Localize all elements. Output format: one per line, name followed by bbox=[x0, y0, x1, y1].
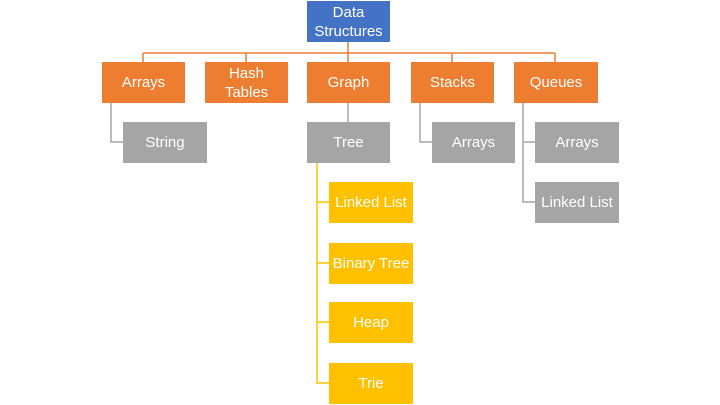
node-queues-label: Queues bbox=[529, 74, 583, 91]
node-stacks-label: Stacks bbox=[429, 74, 475, 91]
node-stacks: Stacks bbox=[411, 62, 494, 103]
node-string-label: String bbox=[145, 134, 185, 151]
root-connectors bbox=[142, 41, 556, 62]
node-string: String bbox=[123, 122, 207, 163]
node-arrays-label: Arrays bbox=[121, 74, 166, 91]
node-queues-linked-list-label: Linked List bbox=[541, 194, 613, 211]
node-graph-label: Graph bbox=[327, 74, 370, 91]
node-binary-tree-label: Binary Tree bbox=[332, 255, 410, 272]
node-queues-arrays: Arrays bbox=[535, 122, 619, 163]
node-heap: Heap bbox=[329, 302, 413, 343]
node-data-structures-line1: Data bbox=[332, 3, 365, 21]
node-hash-tables: Hash Tables bbox=[205, 62, 288, 103]
node-trie: Trie bbox=[329, 363, 413, 404]
node-queues-linked-list: Linked List bbox=[535, 182, 619, 223]
node-tree-label: Tree bbox=[333, 134, 364, 151]
node-trie-label: Trie bbox=[358, 375, 384, 392]
level1-connectors bbox=[110, 102, 535, 203]
tree-connectors bbox=[316, 162, 329, 384]
node-stacks-arrays-label: Arrays bbox=[451, 134, 496, 151]
node-graph: Graph bbox=[307, 62, 390, 103]
node-tree: Tree bbox=[307, 122, 390, 163]
node-data-structures-line2: Structures bbox=[314, 22, 383, 40]
node-linked-list-label: Linked List bbox=[335, 194, 407, 211]
node-arrays: Arrays bbox=[102, 62, 185, 103]
node-stacks-arrays: Arrays bbox=[432, 122, 515, 163]
node-data-structures: Data Structures bbox=[307, 1, 390, 42]
node-queues: Queues bbox=[514, 62, 598, 103]
node-hash-tables-line1: Hash bbox=[228, 64, 264, 82]
node-queues-arrays-label: Arrays bbox=[555, 134, 599, 151]
node-binary-tree: Binary Tree bbox=[329, 243, 413, 284]
node-hash-tables-line2: Tables bbox=[224, 83, 269, 101]
node-linked-list: Linked List bbox=[329, 182, 413, 223]
node-heap-label: Heap bbox=[353, 314, 389, 331]
